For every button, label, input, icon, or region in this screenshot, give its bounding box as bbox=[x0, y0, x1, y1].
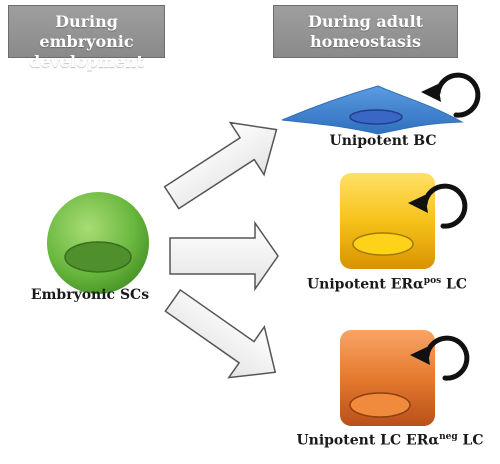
er-neg-label-sup: neg bbox=[439, 432, 458, 442]
block-arrow-icon bbox=[163, 121, 278, 210]
er-pos-label-suffix: LC bbox=[441, 276, 468, 293]
circular-arrow-icon bbox=[410, 335, 470, 381]
unipotent-er-neg-cell bbox=[340, 330, 435, 426]
unipotent-bc-cell bbox=[281, 85, 464, 135]
er-neg-cell-nucleus bbox=[349, 392, 411, 418]
block-arrow-icon bbox=[164, 288, 277, 379]
embryonic-header-line-1: During embryonic bbox=[39, 12, 134, 51]
arrow-to-basal bbox=[163, 121, 278, 210]
unipotent-bc-label: Unipotent BC bbox=[329, 133, 437, 149]
adult-header-line-2: homeostasis bbox=[310, 32, 421, 51]
er-neg-label-suffix: LC bbox=[457, 432, 484, 449]
embryonic-sc-cell bbox=[47, 192, 149, 294]
unipotent-er-pos-cell bbox=[340, 173, 435, 269]
unipotent-er-pos-label: Unipotent ERαpos LC bbox=[287, 276, 487, 293]
basal-cell-nucleus bbox=[349, 109, 403, 125]
adult-header-line-1: During adult bbox=[307, 12, 424, 31]
circular-arrow-icon bbox=[408, 183, 468, 229]
arrow-to-er-neg bbox=[164, 288, 277, 379]
embryonic-development-header: During embryonic development bbox=[8, 5, 165, 71]
er-pos-cell-nucleus bbox=[352, 232, 414, 256]
er-neg-label-prefix: Unipotent LC ERα bbox=[296, 432, 440, 449]
er-pos-label-sup: pos bbox=[423, 276, 442, 286]
er-pos-label-prefix: Unipotent ERα bbox=[306, 276, 424, 293]
embryonic-sc-label: Embryonic SCs bbox=[30, 287, 150, 303]
circular-arrow-icon bbox=[421, 72, 481, 118]
embryonic-sc-nucleus bbox=[64, 241, 132, 273]
unipotent-er-neg-label: Unipotent LC ERαneg LC bbox=[285, 432, 495, 449]
adult-homeostasis-header: During adult homeostasis bbox=[273, 5, 458, 58]
embryonic-header-line-2: development bbox=[29, 52, 144, 71]
block-arrow-icon bbox=[169, 220, 279, 292]
arrow-to-er-pos bbox=[169, 220, 279, 292]
